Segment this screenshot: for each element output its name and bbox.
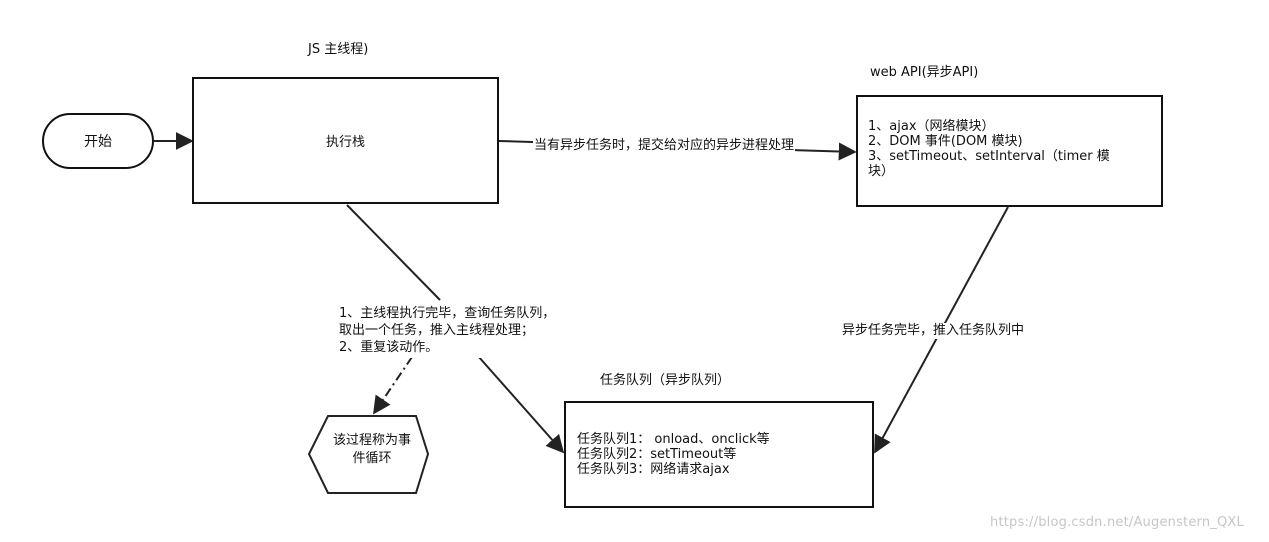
event-loop-line: 该过程称为事 — [332, 433, 411, 448]
edge-loop-dashed — [372, 356, 413, 415]
task-queue-line: 任务队列3：网络请求ajax — [577, 462, 730, 477]
web-api-line: 3、setTimeout、setInterval（timer 模 — [868, 149, 1110, 164]
web-api-line: 块） — [868, 164, 895, 179]
call-stack-label: 执行栈 — [325, 135, 365, 150]
edge-label-stack-to-webapi: 当有异步任务时，提交给对应的异步进程处理 — [533, 138, 796, 154]
edge-label-line: 取出一个任务，推入主线程处理； — [339, 323, 535, 338]
web-api-node: 1、ajax（网络模块） 2、DOM 事件(DOM 模块) 3、setTimeo… — [856, 95, 1163, 207]
edge-label-line: 2、重复该动作。 — [339, 340, 439, 355]
event-loop-line: 件循环 — [352, 451, 392, 466]
web-api-line: 1、ajax（网络模块） — [868, 119, 995, 134]
event-loop-node-shape — [307, 415, 430, 494]
edge-stack-to-loop-label — [346, 204, 441, 301]
web-api-line: 2、DOM 事件(DOM 模块) — [868, 134, 1023, 149]
start-node: 开始 — [42, 113, 154, 169]
task-queue-title: 任务队列（异步队列） — [600, 373, 731, 388]
web-api-title: web API(异步API) — [870, 65, 979, 80]
edge-label-webapi-to-queue: 异步任务完毕，推入任务队列中 — [840, 323, 1027, 339]
main-thread-title: JS 主线程) — [308, 42, 369, 57]
event-loop-node: 该过程称为事 件循环 — [322, 432, 422, 468]
edge-label-stack-to-queue: 1、主线程执行完毕，查询任务队列， 取出一个任务，推入主线程处理； 2、重复该动… — [337, 303, 558, 358]
task-queue-line: 任务队列1： onload、onclick等 — [577, 432, 770, 447]
web-api-body: 1、ajax（网络模块） 2、DOM 事件(DOM 模块) 3、setTimeo… — [868, 119, 1110, 179]
task-queue-body: 任务队列1： onload、onclick等 任务队列2：setTimeout等… — [577, 432, 770, 477]
start-node-label: 开始 — [84, 134, 112, 150]
task-queue-node: 任务队列1： onload、onclick等 任务队列2：setTimeout等… — [564, 401, 874, 508]
edge-label-line: 1、主线程执行完毕，查询任务队列， — [339, 306, 556, 321]
watermark: https://blog.csdn.net/Augenstern_QXL — [990, 515, 1244, 530]
task-queue-line: 任务队列2：setTimeout等 — [577, 447, 737, 462]
call-stack-node: 执行栈 — [192, 77, 499, 204]
edge-loop-label-to-queue — [477, 355, 565, 454]
